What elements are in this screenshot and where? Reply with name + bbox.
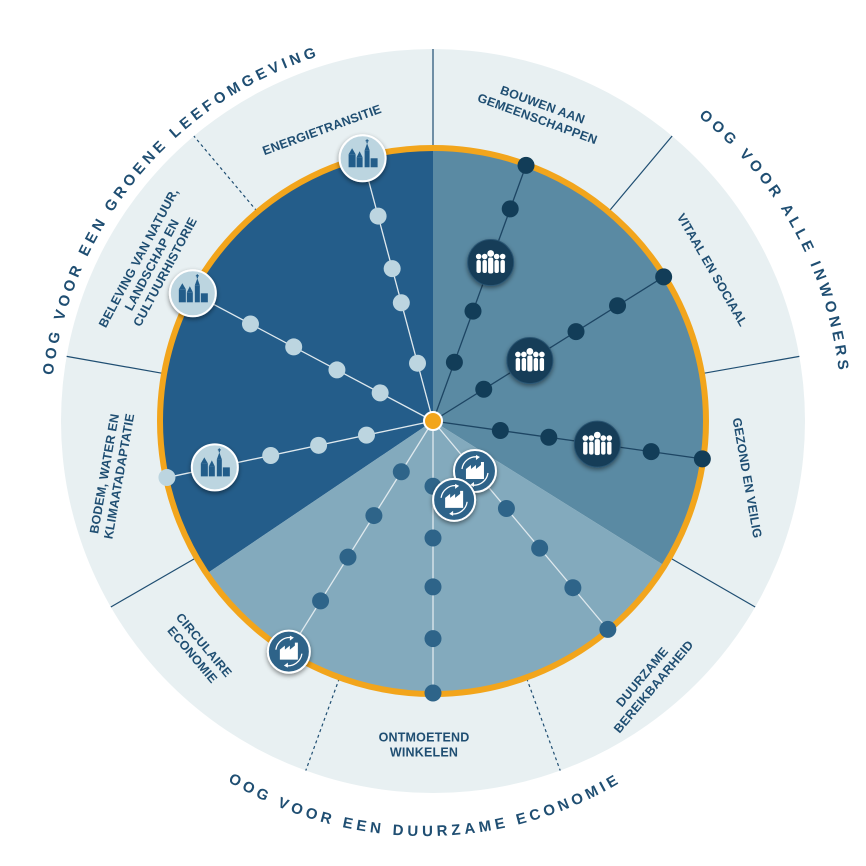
recycle-factory-icon [266,629,311,674]
spoke-dot [464,302,482,320]
spoke-dot [357,426,375,444]
spoke-dot [642,443,660,461]
spoke-dot [599,620,617,638]
spoke-dot [517,156,535,174]
spoke-dot [383,260,401,278]
spoke-line [192,292,434,422]
spoke-dot [424,630,442,648]
spoke-dot [424,684,442,702]
ring-dividers [66,49,800,771]
recycle-factory-icon [432,477,477,522]
spoke-line [288,420,434,653]
ring-divider [526,678,561,771]
spoke-dot [655,268,673,286]
spoke-dot [540,428,558,446]
icons [168,134,621,674]
people-group-icon [573,420,621,468]
center-hub [423,411,443,431]
spoke-dot [609,297,627,315]
spoke-dot [312,592,330,610]
village-skyline-icon [168,269,217,318]
spoke-dot [564,579,582,597]
spoke-dot [424,578,442,596]
spoke-dot [501,200,519,218]
spoke-dot [445,353,463,371]
spoke-dot [392,463,410,481]
ring-divider [702,355,800,375]
spoke-dot [409,354,427,372]
ring-divider [305,678,340,771]
people-group-icon [506,336,554,384]
spoke-dot [158,469,176,487]
ring-divider [608,135,673,212]
spoke-dot [475,380,493,398]
spoke-dot [365,507,383,525]
spoke-dot [693,450,711,468]
sector-sustainable-economy [207,421,664,693]
spoke-dot [285,338,303,356]
ring-divider [193,135,258,212]
spoke-dot [531,539,549,557]
ring-divider [669,557,756,608]
spoke-dot [491,421,509,439]
village-skyline-icon [338,134,387,183]
spoke-dot [567,323,585,341]
ring-divider [66,355,164,375]
segment-label-line: WINKELEN [390,746,458,760]
spoke-dot [241,315,259,333]
spoke-dot [371,384,389,402]
spoke-dot [392,294,410,312]
ring-divider [110,557,197,608]
spoke-dot [369,207,387,225]
spoke-line [361,158,434,422]
spoke-dot [424,529,442,547]
spoke-dot [339,548,357,566]
people-group-icon [467,239,515,287]
spoke-dot [310,436,328,454]
spoke-dot [328,361,346,379]
spoke-dot [262,446,280,464]
village-skyline-icon [190,443,239,492]
segment-label-line: ONTMOETEND [379,731,470,745]
spoke-dot [497,500,515,518]
